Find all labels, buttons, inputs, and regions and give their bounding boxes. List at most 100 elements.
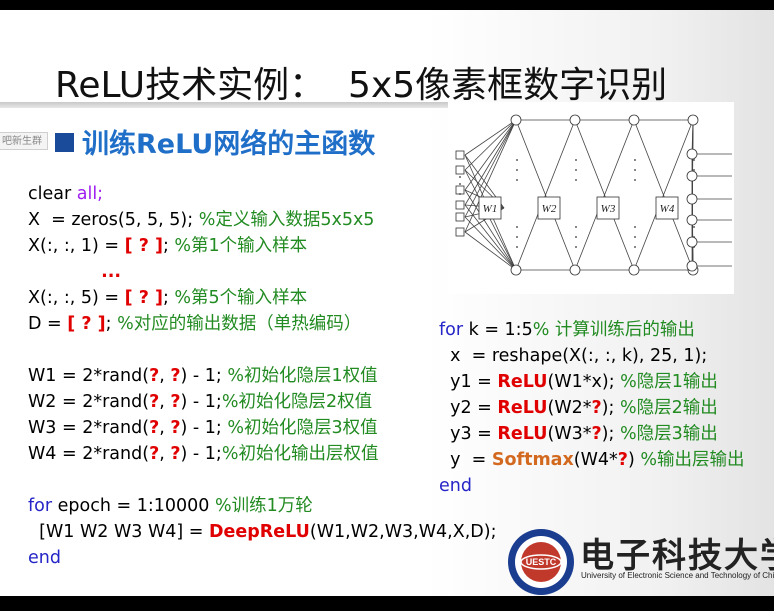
- code-token: %训练1万轮: [214, 496, 313, 516]
- code-token: y3 =: [439, 424, 498, 444]
- ellipsis-dot: [459, 183, 461, 185]
- code-token: for: [439, 320, 464, 340]
- code-left-line: X(:, :, 5) = [ ? ]; %第5个输入样本: [28, 285, 496, 311]
- code-token: ;: [162, 236, 175, 256]
- ellipsis-dot: [516, 159, 518, 161]
- connection-line: [633, 119, 694, 271]
- code-token: ) - 1;: [180, 418, 228, 438]
- code-left-line: W2 = 2*rand(?, ?) - 1;%初始化隐层2权值: [28, 389, 496, 415]
- logo-text: UESTC: [526, 557, 557, 567]
- code-token: %定义输入数据5x5x5: [198, 210, 375, 230]
- input-node: [455, 185, 465, 195]
- code-token: x = reshape(X(:, :, k), 25, 1);: [439, 346, 708, 366]
- code-token: ?: [170, 418, 181, 438]
- weight-box: [596, 196, 620, 220]
- code-token: );: [601, 398, 620, 418]
- code-token: X(:, :, 1) =: [28, 236, 125, 256]
- weight-box: [478, 196, 502, 220]
- code-token: %第1个输入样本: [174, 236, 308, 256]
- connection-line: [464, 189, 517, 271]
- hidden-node: [569, 264, 581, 276]
- hidden-node: [687, 114, 699, 126]
- ellipsis-dot: [693, 226, 695, 228]
- code-token: ;: [105, 314, 118, 334]
- ellipsis-dot: [459, 176, 461, 178]
- ellipsis-dot: [634, 159, 636, 161]
- code-left-line: [28, 467, 496, 493]
- code-token: %初始化输出层权值: [221, 444, 379, 464]
- code-token: ?: [591, 424, 602, 444]
- code-token: Softmax: [491, 450, 574, 470]
- ellipsis-dot: [575, 169, 577, 171]
- title-divider: [0, 102, 695, 108]
- ellipsis-dot: [575, 159, 577, 161]
- code-token: ) - 1;: [180, 392, 222, 412]
- code-token: %隐层2输出: [619, 398, 718, 418]
- code-block-training: clear all;X = zeros(5, 5, 5); %定义输入数据5x5…: [28, 181, 496, 571]
- code-token: %初始化隐层2权值: [221, 392, 373, 412]
- code-right-line: y3 = ReLU(W3*?); %隐层3输出: [439, 421, 744, 447]
- ellipsis-dot: [575, 246, 577, 248]
- code-left-line: D = [ ? ]; %对应的输出数据（单热编码）: [28, 311, 496, 337]
- code-left-line: for epoch = 1:10000 %训练1万轮: [28, 493, 496, 519]
- input-node: [455, 200, 465, 210]
- connection-line: [464, 119, 517, 218]
- side-tab[interactable]: 吧新生群: [0, 132, 48, 150]
- code-token: ;: [162, 288, 175, 308]
- code-token: [ ? ]: [124, 288, 163, 308]
- input-node: [455, 227, 465, 237]
- code-token: ?: [170, 392, 181, 412]
- code-token: DeepReLU: [209, 522, 310, 542]
- connection-line: [464, 169, 517, 271]
- code-token: %初始化隐层1权值: [227, 366, 378, 386]
- ellipsis-dot: [634, 169, 636, 171]
- code-token: W3 = 2*rand(: [28, 418, 150, 438]
- ellipsis-dot: [634, 226, 636, 228]
- ellipsis-dot: [516, 179, 518, 181]
- code-token: [ ? ]: [124, 236, 163, 256]
- code-token: ,: [159, 444, 171, 464]
- ellipsis-dot: [634, 236, 636, 238]
- code-left-line: W3 = 2*rand(?, ?) - 1; %初始化隐层3权值: [28, 415, 496, 441]
- slide-subtitle: 训练ReLU网络的主函数: [55, 122, 375, 161]
- hidden-node: [628, 114, 640, 126]
- slide-title: ReLU技术实例： 5x5像素框数字识别: [55, 65, 668, 106]
- connection-line: [464, 119, 517, 191]
- output-node: [686, 193, 698, 205]
- code-token: ) - 1;: [180, 444, 222, 464]
- ellipsis-dot: [634, 246, 636, 248]
- code-right-line: y = Softmax(W4*?) %输出层输出: [439, 447, 744, 473]
- code-token: W1 = 2*rand(: [28, 366, 150, 386]
- code-token: k = 1:5: [463, 320, 533, 340]
- ellipsis-dot: [693, 159, 695, 161]
- ellipsis-dot: [575, 236, 577, 238]
- code-token: y1 =: [439, 372, 498, 392]
- ellipsis-dot: [575, 226, 577, 228]
- code-token: ?: [149, 418, 160, 438]
- code-right-line: y2 = ReLU(W2*?); %隐层2输出: [439, 395, 744, 421]
- ellipsis-dot: [693, 169, 695, 171]
- university-logo: UESTC: [508, 529, 574, 595]
- code-token: [ ? ]: [67, 314, 106, 334]
- code-block-inference: for k = 1:5% 计算训练后的输出 x = reshape(X(:, :…: [439, 317, 744, 499]
- code-token: ReLU: [497, 372, 548, 392]
- code-token: ?: [617, 450, 628, 470]
- code-token: (W4*: [573, 450, 618, 470]
- ellipsis-dot: [575, 179, 577, 181]
- code-token: for: [28, 496, 53, 516]
- code-token: (W1*x);: [547, 372, 621, 392]
- code-token: ReLU: [497, 398, 548, 418]
- input-node: [455, 165, 465, 175]
- code-token: ReLU: [497, 424, 548, 444]
- code-token: (W3*: [547, 424, 592, 444]
- bullet-square-icon: [55, 133, 74, 152]
- output-node: [686, 170, 698, 182]
- hidden-node: [628, 264, 640, 276]
- top-black-bar: [0, 0, 774, 10]
- connection-line: [464, 119, 517, 156]
- code-token: all;: [76, 184, 104, 204]
- code-left-line: X = zeros(5, 5, 5); %定义输入数据5x5x5: [28, 207, 496, 233]
- code-token: ?: [170, 366, 181, 386]
